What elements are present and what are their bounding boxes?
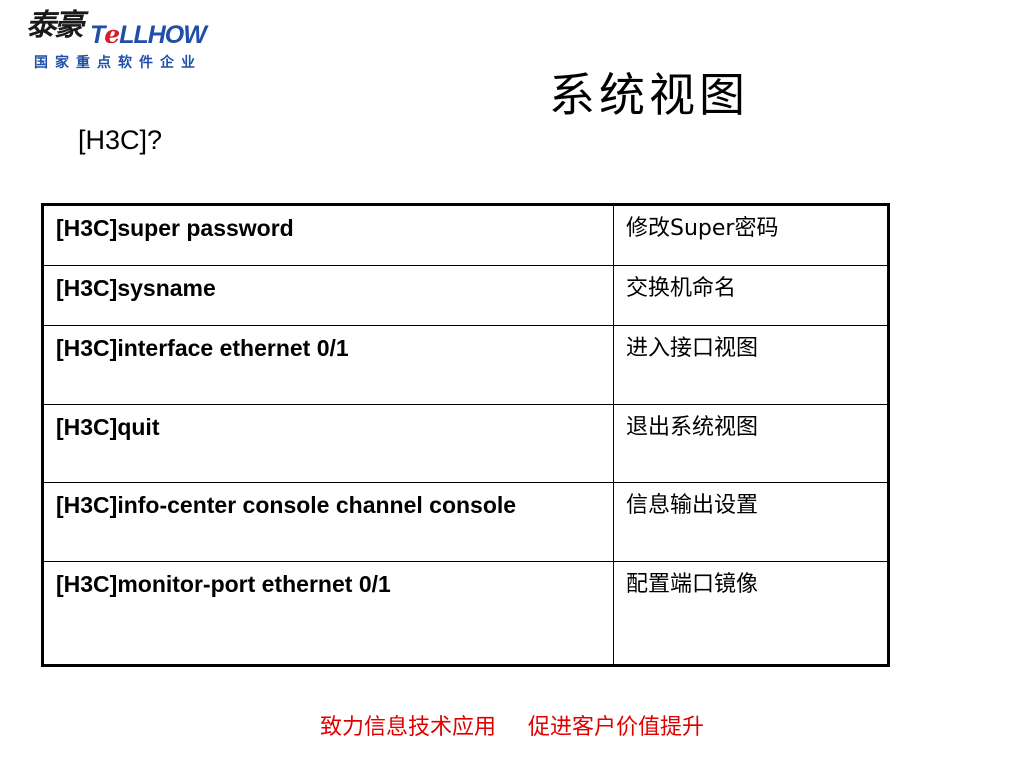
table-row: [H3C]sysname 交换机命名 xyxy=(42,265,889,326)
command-table: [H3C]super password 修改Super密码 [H3C]sysna… xyxy=(41,203,890,667)
description-cell: 信息输出设置 xyxy=(613,482,889,562)
footer-slogan-right: 促进客户价值提升 xyxy=(528,715,705,740)
footer-slogan-left: 致力信息技术应用 xyxy=(319,715,496,740)
description-cell: 配置端口镜像 xyxy=(613,561,889,666)
description-cell: 进入接口视图 xyxy=(613,325,889,405)
table-row: [H3C]monitor-port ethernet 0/1 配置端口镜像 xyxy=(42,561,889,666)
command-cell: [H3C]super password xyxy=(42,204,614,266)
table-row: [H3C]super password 修改Super密码 xyxy=(42,204,889,266)
command-cell: [H3C]quit xyxy=(42,404,614,483)
command-cell: [H3C]monitor-port ethernet 0/1 xyxy=(42,561,614,666)
logo-english-prefix: T xyxy=(90,21,105,49)
description-cell: 交换机命名 xyxy=(613,265,889,326)
command-cell: [H3C]info-center console channel console xyxy=(42,482,614,562)
logo-chinese-text: 泰豪 xyxy=(26,8,84,43)
description-cell: 修改Super密码 xyxy=(613,204,889,266)
table-row: [H3C]interface ethernet 0/1 进入接口视图 xyxy=(42,325,889,405)
command-cell: [H3C]sysname xyxy=(42,265,614,326)
command-cell: [H3C]interface ethernet 0/1 xyxy=(42,325,614,405)
logo-english-suffix: LLHOW xyxy=(119,21,207,49)
logo-english-text: TeLLHOW xyxy=(90,20,207,50)
logo-english-mark: e xyxy=(104,20,120,49)
slide-title: 系统视图 xyxy=(549,68,749,122)
description-cell: 退出系统视图 xyxy=(613,404,889,483)
table-row: [H3C]quit 退出系统视图 xyxy=(42,404,889,483)
footer-slogan: 致力信息技术应用 促进客户价值提升 xyxy=(0,710,1024,746)
logo-subtitle: 国家重点软件企业 xyxy=(34,55,202,71)
company-logo: 泰豪 TeLLHOW 国家重点软件企业 xyxy=(26,6,208,76)
command-prompt: [H3C]? xyxy=(78,125,163,155)
table-row: [H3C]info-center console channel console… xyxy=(42,482,889,562)
